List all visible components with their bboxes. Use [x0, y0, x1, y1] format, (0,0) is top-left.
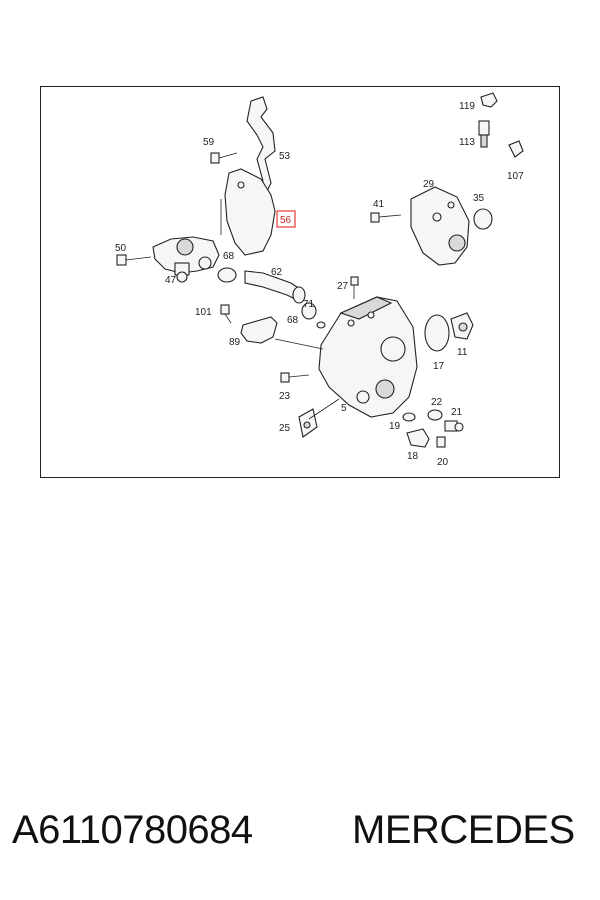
bracket-89 — [240, 316, 278, 344]
o-ring-17 — [424, 314, 450, 352]
clip-107 — [508, 140, 524, 158]
bolt-50 — [116, 254, 152, 266]
callout-47: 47 — [165, 275, 177, 286]
connector-119 — [480, 92, 498, 108]
plate-hole — [237, 181, 245, 189]
callout-50: 50 — [115, 243, 127, 254]
bolt-23 — [280, 372, 310, 383]
pump-body-5 — [318, 296, 418, 418]
cover-29 — [410, 186, 470, 266]
leader-89 — [274, 338, 324, 350]
footer: A6110780684 MERCEDES — [0, 800, 600, 860]
sensor-18 — [406, 428, 430, 448]
highlight-box-56 — [276, 210, 296, 228]
callout-11: 11 — [457, 347, 468, 358]
callout-68-lower: 68 — [287, 315, 299, 326]
plug-21 — [444, 420, 464, 432]
bolt-27 — [350, 276, 359, 299]
ring-71 — [316, 321, 326, 329]
flange-11 — [450, 312, 474, 340]
callout-89: 89 — [229, 337, 241, 348]
o-ring-35 — [473, 208, 493, 230]
callout-22: 22 — [431, 397, 443, 408]
diagram-frame: 119 113 107 59 53 56 41 29 35 50 68 47 6… — [40, 86, 560, 478]
bolt-101 — [220, 304, 232, 324]
regulator-47 — [152, 236, 220, 283]
callout-25: 25 — [279, 423, 291, 434]
callout-59: 59 — [203, 137, 215, 148]
callout-29: 29 — [423, 179, 435, 190]
callout-56: 56 — [280, 215, 292, 226]
callout-5: 5 — [341, 403, 347, 414]
callout-35: 35 — [473, 193, 485, 204]
callout-119: 119 — [459, 101, 475, 112]
brand-name: MERCEDES — [352, 808, 575, 852]
callout-71: 71 — [303, 299, 315, 310]
ring-19 — [402, 412, 416, 422]
callout-23: 23 — [279, 391, 291, 402]
callout-68-upper: 68 — [223, 251, 235, 262]
callout-27: 27 — [337, 281, 349, 292]
part-number: A6110780684 — [12, 808, 253, 852]
callout-19: 19 — [389, 421, 401, 432]
part-20 — [436, 436, 446, 448]
callout-41: 41 — [373, 199, 385, 210]
seal-22 — [427, 409, 443, 421]
exploded-parts-diagram: 119 113 107 59 53 56 41 29 35 50 68 47 6… — [115, 92, 524, 468]
bolt-59 — [210, 152, 238, 164]
callout-20: 20 — [437, 457, 449, 468]
flange-25 — [298, 408, 318, 438]
callout-18: 18 — [407, 451, 419, 462]
pipe-62 — [244, 270, 306, 304]
callout-107: 107 — [507, 171, 524, 182]
sensor-113 — [478, 120, 490, 148]
bolt-41 — [370, 212, 402, 223]
callout-53: 53 — [279, 151, 291, 162]
o-ring-68b — [301, 302, 317, 320]
leader-25 — [308, 398, 340, 420]
callout-62: 62 — [271, 267, 283, 278]
callout-21: 21 — [451, 407, 463, 418]
callout-113: 113 — [459, 137, 475, 148]
o-ring-68a — [217, 267, 237, 283]
callout-101: 101 — [195, 307, 212, 318]
callout-17: 17 — [433, 361, 445, 372]
plate-56 — [224, 168, 276, 256]
